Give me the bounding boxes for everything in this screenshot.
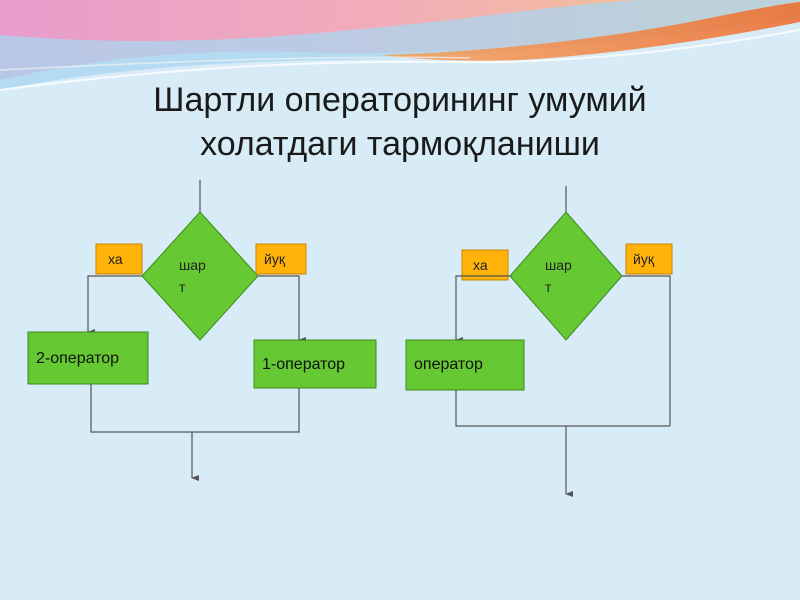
condition-label-line-1: шар	[545, 257, 572, 273]
slide-title: Шартли операторининг умумий холатдаги та…	[0, 78, 800, 166]
title-line-1: Шартли операторининг умумий	[153, 81, 647, 119]
yes-branch-arrow	[455, 275, 510, 343]
yes-label-box	[95, 243, 143, 275]
condition-label-line-2: т	[545, 279, 552, 295]
title-line-2: холатдаги тармоқланиши	[200, 125, 600, 163]
no-label: йуқ	[264, 251, 286, 267]
operator-2-box	[27, 331, 149, 385]
flowchart-short-branch: шар т ха йуқ оператор	[405, 186, 673, 497]
operator-label: оператор	[414, 356, 483, 373]
condition-label-line-2: т	[179, 279, 186, 295]
condition-diamond	[141, 211, 259, 341]
yes-branch-arrow	[87, 275, 142, 335]
no-label-box	[255, 243, 307, 275]
condition-diamond	[509, 211, 623, 341]
operator-1-box	[253, 339, 377, 389]
condition-label-line-1: шар	[179, 257, 206, 273]
no-label-box	[625, 243, 673, 275]
flowchart-full-branch: шар т ха йуқ 2-оператор 1-оператор	[27, 180, 377, 481]
yes-label: ха	[473, 257, 488, 273]
operator-2-label: 2-оператор	[36, 350, 119, 367]
no-branch-arrow	[258, 275, 306, 343]
yes-label: ха	[108, 251, 123, 267]
yes-label-box	[461, 249, 509, 281]
merge-line	[455, 390, 670, 427]
merge-line	[90, 384, 300, 433]
no-label: йуқ	[633, 251, 655, 267]
operator-box	[405, 339, 525, 391]
no-branch-line	[622, 275, 671, 426]
operator-1-label: 1-оператор	[262, 356, 345, 373]
